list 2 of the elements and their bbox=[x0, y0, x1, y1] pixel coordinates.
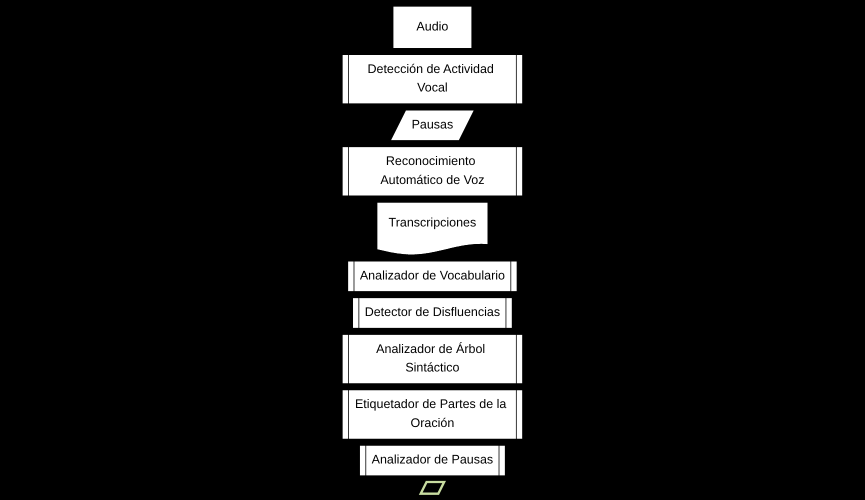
node-parallelogram bbox=[418, 480, 446, 495]
node-box: Audio bbox=[392, 6, 472, 49]
